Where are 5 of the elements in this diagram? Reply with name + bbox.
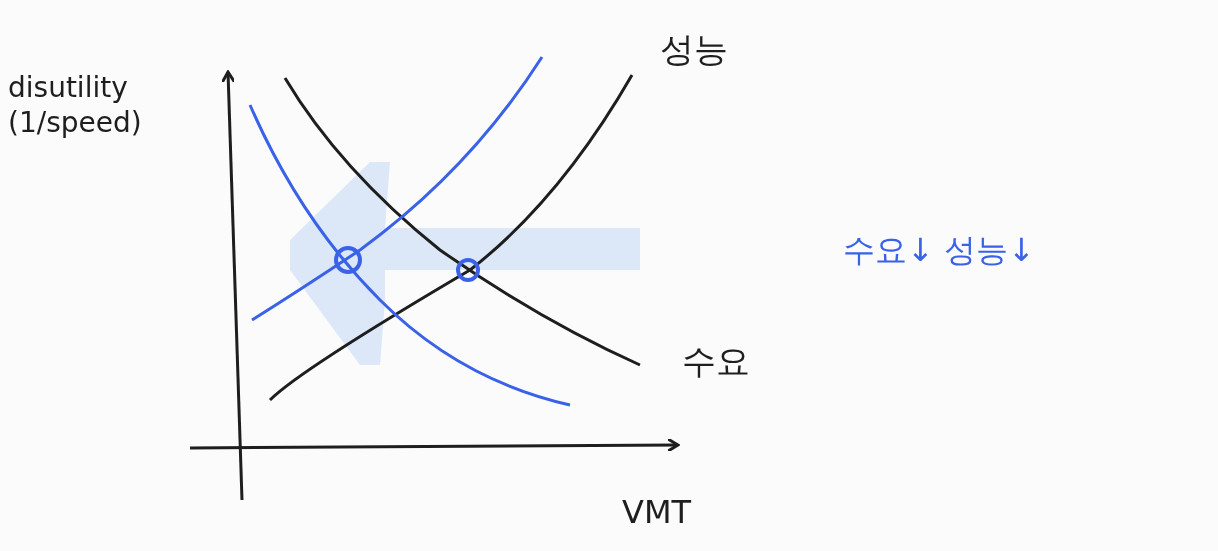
curve-label: 수요 — [682, 340, 750, 383]
curve-label: 성능 — [660, 28, 728, 71]
axis-label: VMT — [622, 492, 692, 532]
axis-label: disutility (1/speed) — [8, 70, 143, 140]
note-text: 수요↓ 성능↓ — [843, 230, 1035, 270]
